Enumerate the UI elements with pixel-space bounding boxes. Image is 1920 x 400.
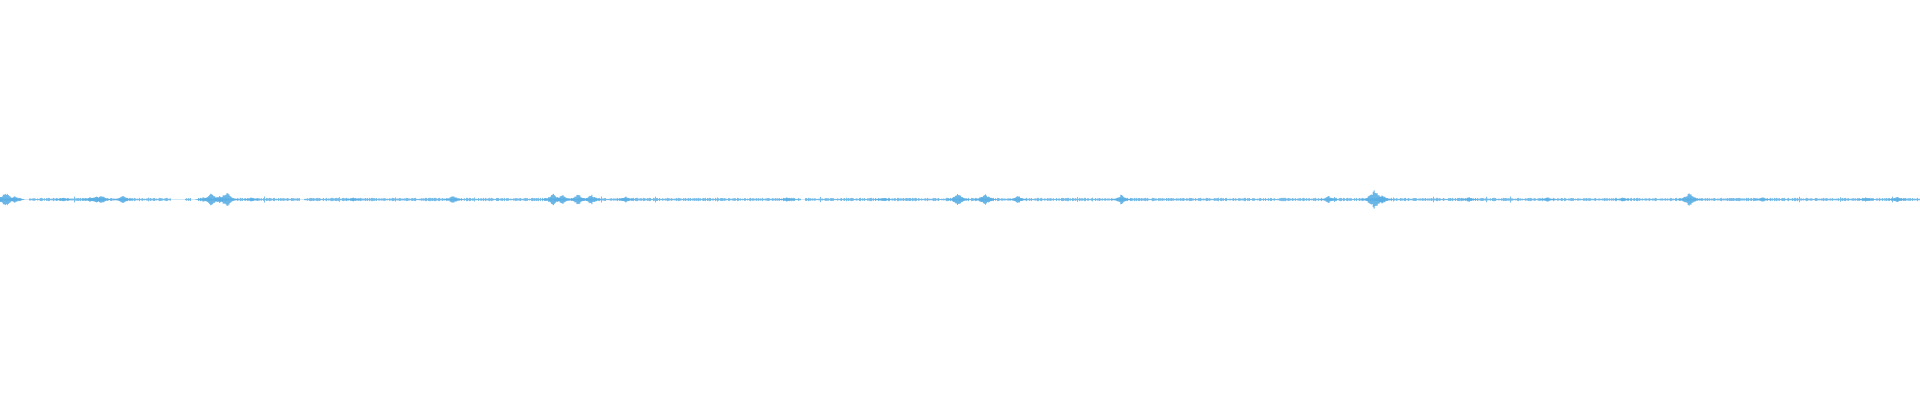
waveform-burst [1460, 197, 1477, 202]
waveform-burst [1539, 197, 1556, 202]
waveform-burst [1858, 197, 1875, 202]
waveform-burst [1754, 197, 1771, 202]
waveform-burst [214, 192, 239, 207]
waveform-burst [345, 197, 361, 202]
waveform-samples [0, 190, 1920, 209]
waveform-burst [92, 196, 112, 203]
waveform-burst [6, 196, 25, 203]
waveform-burst [581, 194, 602, 205]
waveform-burst [1372, 195, 1393, 204]
waveform-burst [55, 197, 71, 202]
waveform-burst [779, 197, 796, 202]
waveform-burst [1319, 196, 1338, 203]
waveform-burst [1111, 194, 1132, 205]
waveform-burst [1008, 196, 1027, 203]
waveform-burst [443, 196, 463, 203]
waveform-burst [875, 197, 891, 202]
waveform-burst [1677, 193, 1702, 206]
waveform-burst [617, 196, 635, 203]
waveform-burst [974, 194, 996, 205]
waveform-burst [243, 197, 260, 202]
waveform-burst [1888, 196, 1906, 203]
waveform-burst [947, 193, 970, 206]
waveform-burst [1614, 197, 1630, 202]
waveform-burst [113, 195, 133, 204]
